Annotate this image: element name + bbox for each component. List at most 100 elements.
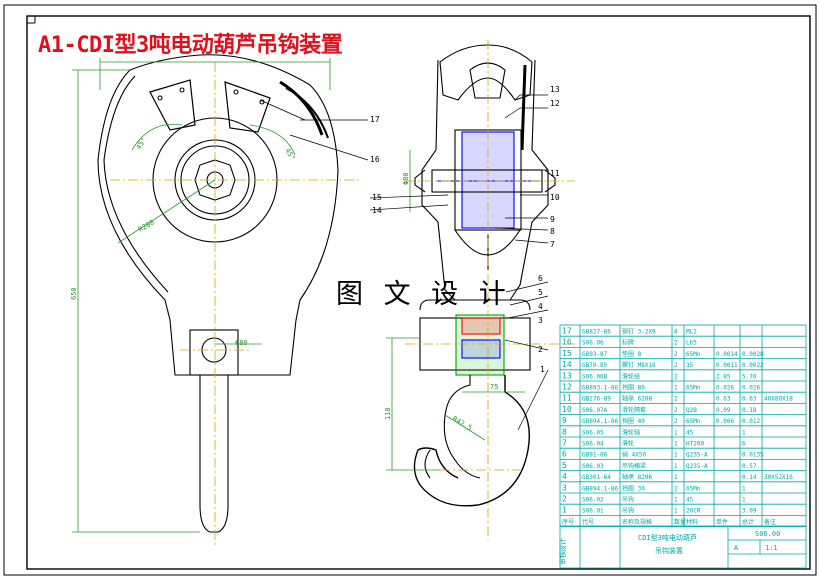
callout-8: 8	[550, 227, 555, 236]
side-guard-band	[285, 87, 329, 139]
left-side-plate	[421, 59, 456, 301]
bom-cell-no: 2	[562, 495, 567, 504]
rivet	[233, 89, 239, 95]
bom-cell-no: 10	[562, 405, 572, 414]
bom-cell-mat: 65Mn	[686, 485, 701, 492]
guard-band	[520, 64, 527, 151]
callout-11: 11	[550, 169, 560, 178]
hook-tip	[424, 449, 431, 479]
bom-cell-mat: ML2	[686, 329, 697, 336]
title-block-text: 设计 审核 CDI型3吨电动葫芦 吊钩装置 S06.00 A 1:1	[558, 530, 780, 565]
bom-cell-code: S06.01	[582, 508, 604, 515]
bom-cell-mat: 35	[686, 362, 694, 369]
bom-cell-w1: 0.0014	[716, 351, 738, 358]
drawing-title: A1-CDI型3吨电动葫芦吊钩装置	[38, 33, 343, 58]
bom-cell-no: 4	[562, 472, 567, 481]
title-block	[559, 525, 807, 569]
bom-cell-qty: 2	[674, 396, 678, 403]
dim-side-height-label: 118	[384, 407, 392, 420]
thrust-bearing	[461, 339, 501, 359]
bom-cell-name: 垫圈 8	[622, 350, 642, 358]
bom-cell-w1: 0.006	[716, 418, 734, 425]
bom-cell-name: 挡圈 80	[622, 384, 645, 392]
bom-cell-qty: 1	[674, 463, 678, 470]
callout-1: 1	[540, 365, 545, 374]
bom-cell-mat: Lb5	[686, 340, 697, 347]
title-name-1: CDI型3吨电动葫芦	[638, 533, 697, 542]
bom-cell-w2: 0.14	[742, 474, 757, 481]
bom-cell-w1: 0.026	[716, 385, 734, 392]
bom-cell-w1: 0.09	[716, 407, 731, 414]
bom-cell-w2: 0.0028	[742, 351, 764, 358]
bom-cell-qty: 8	[674, 329, 678, 336]
bom-cell-w2: 0.57	[742, 463, 757, 470]
bom-cell-qty: 2	[674, 340, 678, 347]
bom-cell-no: 8	[562, 427, 567, 436]
bom-header-cell: 代号	[582, 518, 594, 526]
left-dimensions	[72, 58, 331, 533]
center-watermark-text: 图 文 设 计	[336, 279, 512, 310]
bom-cell-code: S06.06B	[582, 373, 608, 380]
bom-cell-code: GB276-89	[582, 396, 611, 403]
bom-cell-w2: 1	[742, 485, 746, 492]
bom-header-cell: 数量	[674, 518, 686, 526]
bom-cell-name: 轴承 6208	[622, 395, 652, 403]
title-scale: 1:1	[765, 544, 778, 552]
callout-12: 12	[550, 99, 560, 108]
hub-nut	[194, 159, 236, 201]
bom-cell-name: 铆钉 3.2X9	[622, 328, 656, 336]
hook-neck	[189, 329, 239, 376]
top-pulley-outline	[439, 44, 533, 101]
callout-6: 6	[538, 274, 543, 283]
bom-cell-code: GB301-64	[582, 474, 611, 481]
bom-cell-code: S06.06	[582, 340, 604, 347]
side-plate-outline	[97, 54, 339, 376]
bom-cell-name: 螺钉 M8X18	[622, 361, 656, 369]
callout-17: 17	[370, 115, 380, 124]
bom-cell-name: 滑轮	[622, 440, 634, 448]
bom-cell-no: 1	[562, 506, 567, 515]
bom-cell-note: 40X80X18	[764, 396, 793, 403]
callout-3: 3	[538, 316, 543, 325]
bom-cell-mat: 45	[686, 497, 694, 504]
crossbar-section	[455, 314, 505, 376]
bom-cell-qty: 1	[674, 497, 678, 504]
bom-cell-w2: 0.012	[742, 418, 760, 425]
bom-cell-no: 6	[562, 450, 567, 459]
bom-cell-w2: 0.0022	[742, 362, 764, 369]
bom-cell-no: 14	[562, 360, 572, 369]
bom-cell-w1: 0.0011	[716, 362, 738, 369]
callout-labels: 13 12 11 10 9 8 7 6 5 4 3 2 1 15 14 17 1…	[370, 85, 560, 374]
bom-cell-code: S06.05	[582, 429, 604, 436]
callout-14: 14	[372, 206, 382, 215]
bom-cell-code: GB93-87	[582, 351, 608, 358]
title-name-2: 吊钩装置	[655, 546, 683, 555]
callout-15: 15	[372, 193, 382, 202]
bom-cell-w2: 5.70	[742, 373, 757, 380]
bom-cell-w2: 6	[742, 441, 746, 448]
bom-cell-code: GB894.1-86	[582, 418, 619, 425]
side-plate-inner-edge	[103, 75, 169, 293]
bom-cell-no: 9	[562, 416, 567, 425]
bom-cell-qty: 2	[674, 362, 678, 369]
bom-header-cell: 名称及规格	[622, 518, 652, 526]
bom-cell-mat: 65Mn	[686, 418, 701, 425]
bom-cell-code: S06.04	[582, 441, 604, 448]
rivet	[179, 87, 185, 93]
bom-cell-qty: 1	[674, 441, 678, 448]
title-design-label: 设计	[558, 538, 567, 552]
dim-hook-width-label: 75	[490, 383, 498, 391]
bom-cell-qty: 2	[674, 485, 678, 492]
bom-header-cell: 备注	[764, 518, 776, 526]
bom-cell-no: 16	[562, 338, 572, 347]
bom-cell-no: 12	[562, 383, 572, 392]
dim-angle-b-label: 45°	[283, 147, 296, 162]
callout-5: 5	[538, 288, 543, 297]
bom-cell-name: 吊钩	[622, 496, 634, 504]
bom-cell-no: 11	[562, 394, 572, 403]
callout-10: 10	[550, 193, 560, 202]
right-side-plate	[509, 59, 549, 301]
bom-cell-qty: 2	[674, 418, 678, 425]
